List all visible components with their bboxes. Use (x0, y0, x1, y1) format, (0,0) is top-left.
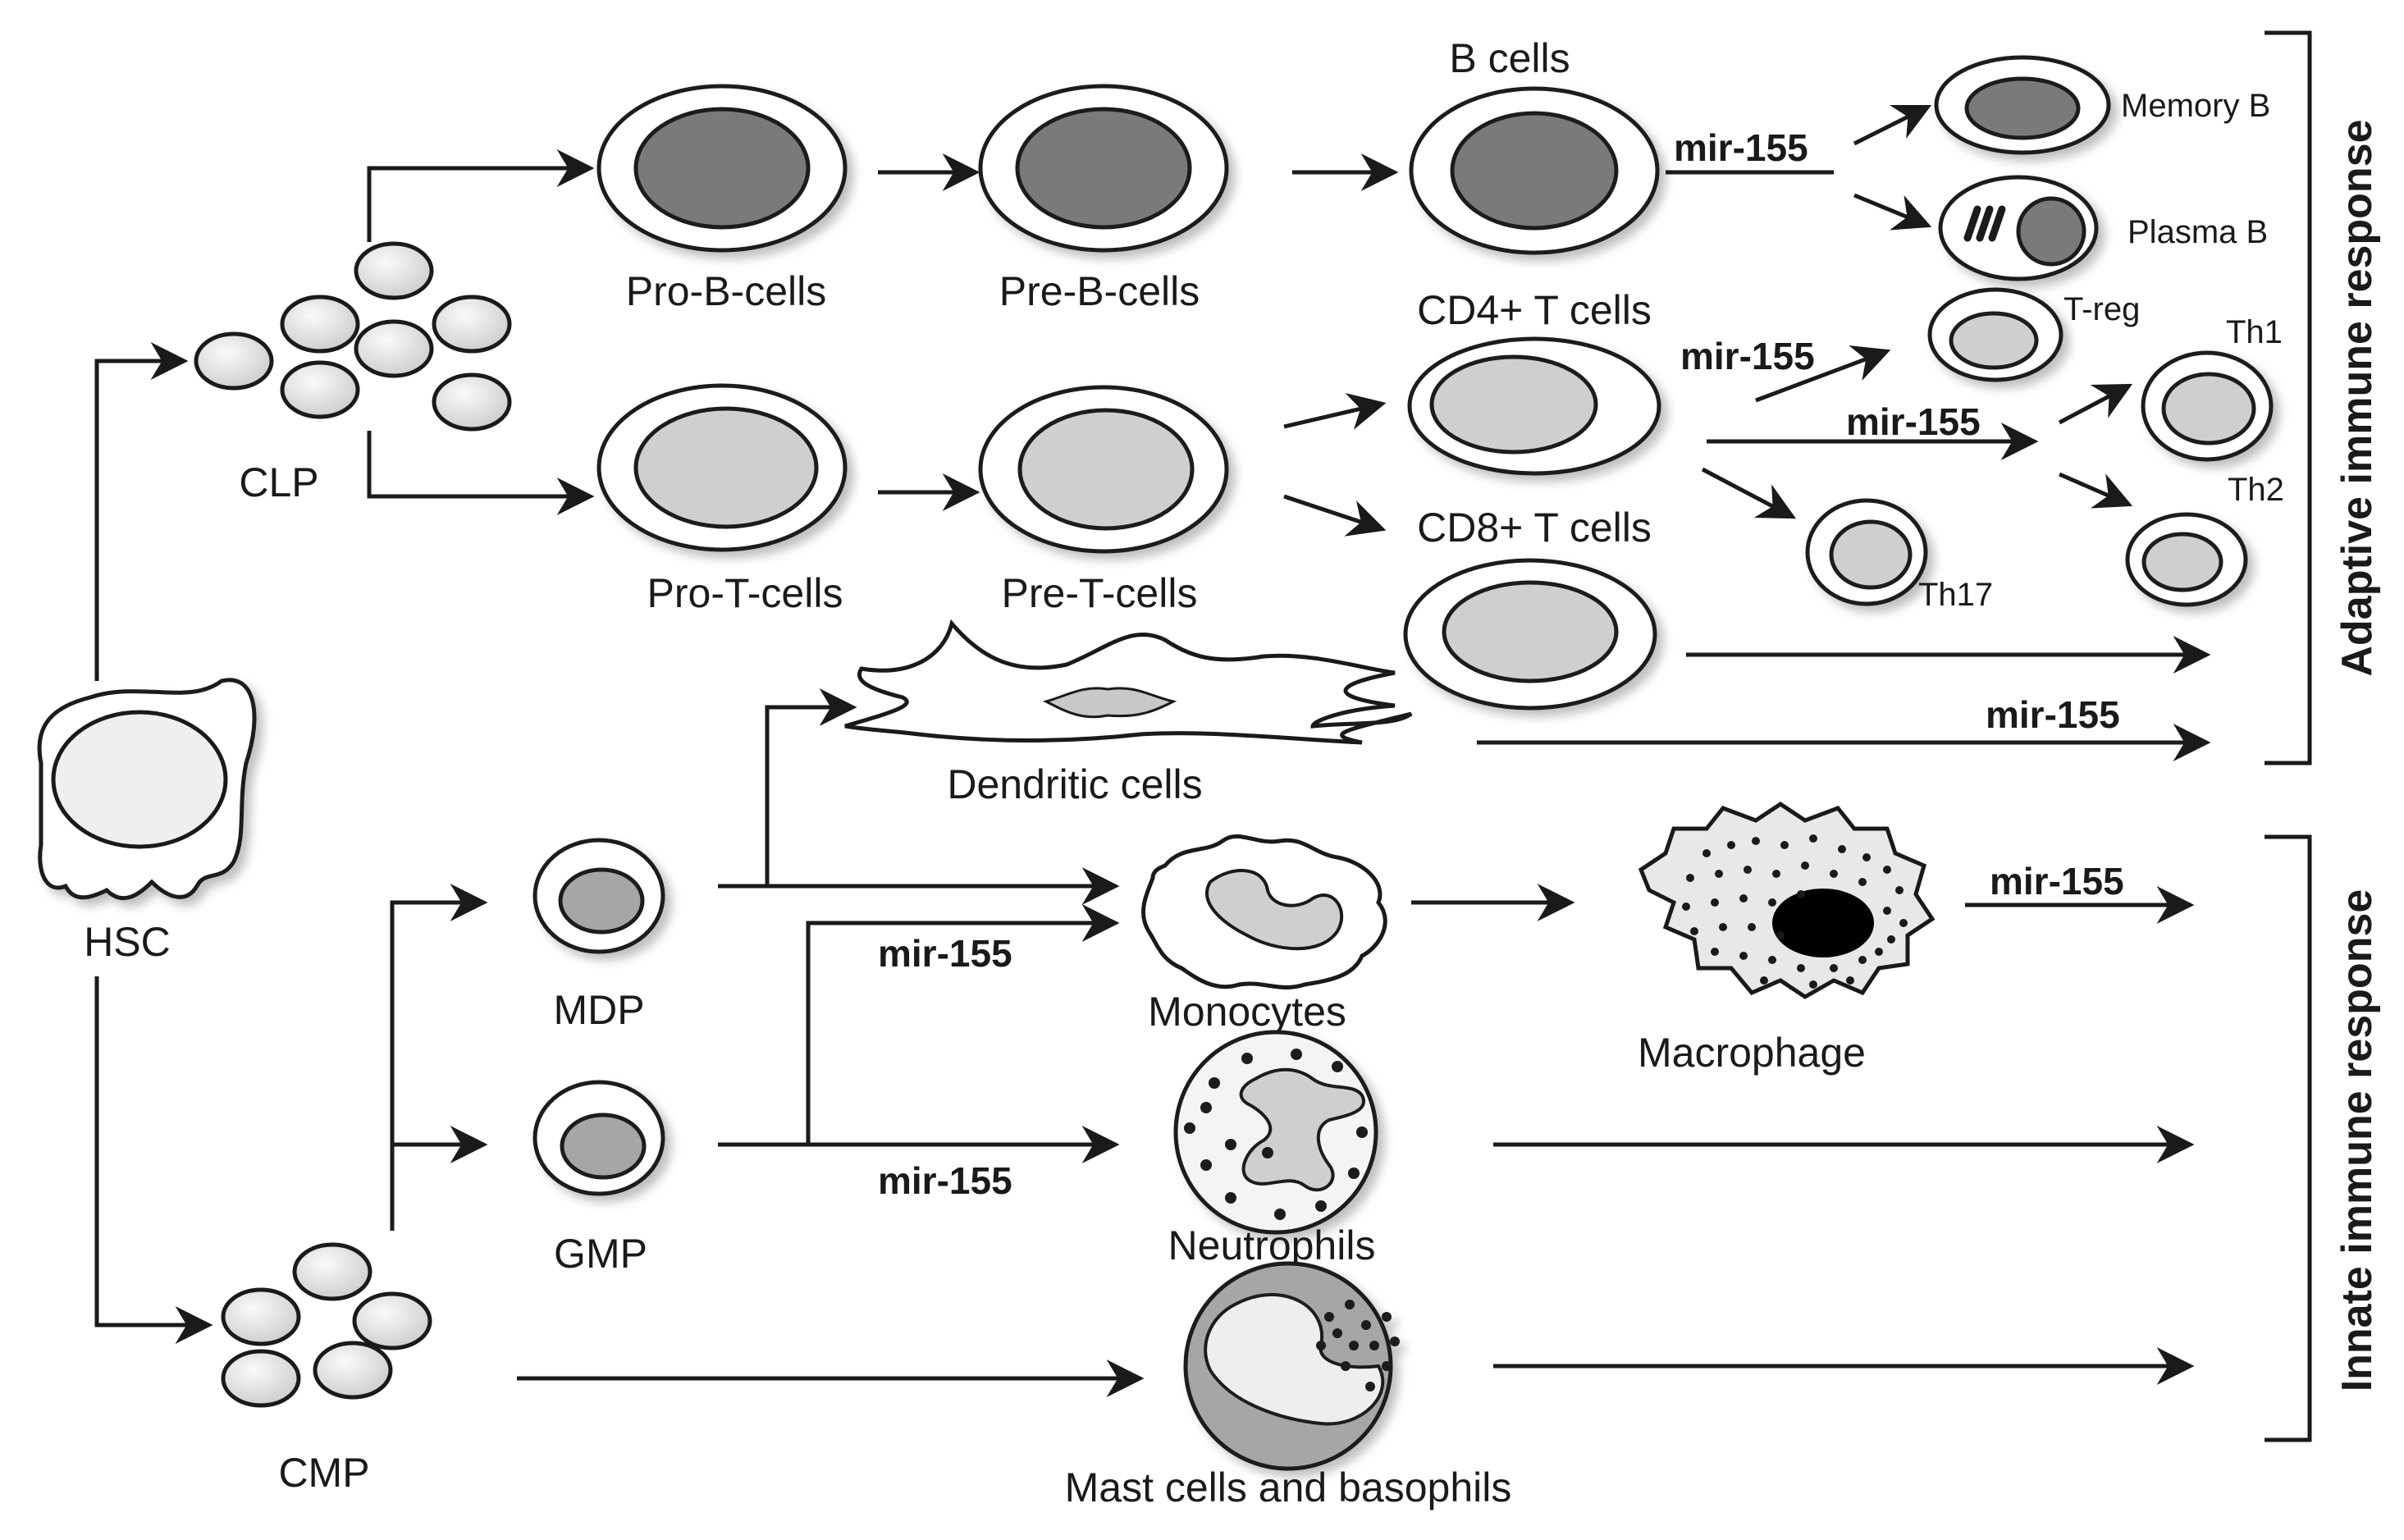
th17-label: Th17 (1918, 577, 1993, 613)
cmp-cluster (221, 1242, 432, 1408)
clp-to-pro-t-arrow (367, 431, 595, 515)
cd4-t-cell (1407, 336, 1661, 476)
mir-155-b-label: mir-155 (1674, 126, 1808, 169)
cmp-label: CMP (278, 1450, 369, 1496)
macrophage-granules (1682, 834, 1908, 989)
clp-to-pro-b-arrow (367, 149, 595, 242)
treg-cell (1927, 287, 2064, 382)
plasma-b-label: Plasma B (2127, 214, 2268, 250)
pro-t-cell (596, 383, 848, 552)
mdp-label: MDP (553, 987, 644, 1033)
cd4-label: CD4+ T cells (1417, 287, 1652, 333)
neutrophil-cell (1173, 1030, 1378, 1235)
pro-t-label: Pro-T-cells (647, 570, 843, 616)
neutrophils-label: Neutrophils (1168, 1222, 1376, 1268)
pre-t-label: Pre-T-cells (1002, 570, 1198, 616)
mir-155-monocyte-label: mir-155 (878, 932, 1012, 975)
monocytes-label: Monocytes (1148, 989, 1346, 1035)
th1-cell (2141, 350, 2274, 462)
mdp-to-dendritic-arrow (765, 688, 857, 886)
pre-t-to-cd8-arrow (1283, 494, 1387, 537)
innate-bracket (2265, 834, 2312, 1442)
to-th2-arrow (2059, 472, 2133, 509)
cd4-to-treg-arrow (1755, 345, 1891, 403)
dendritic-cell (844, 619, 1413, 745)
th2-label: Th2 (2228, 472, 2284, 508)
mir-155-treg-label: mir-155 (1680, 335, 1815, 377)
memory-b-label: Memory B (2121, 88, 2270, 124)
pro-b-cell (596, 84, 848, 253)
pre-b-cell (978, 84, 1229, 253)
th2-cell (2125, 512, 2248, 607)
th1-label: Th1 (2226, 314, 2283, 350)
hsc-to-clp-arrow (94, 342, 189, 681)
adaptive-bracket (2265, 30, 2312, 765)
gmp-to-monocyte-arrow (806, 904, 1120, 1145)
pro-b-label: Pro-B-cells (626, 268, 826, 314)
macrophage-cell (1638, 801, 1936, 999)
plasma-b-cell (1938, 175, 2099, 281)
th17-cell (1805, 498, 1928, 606)
pre-t-cell (978, 385, 1229, 554)
pre-t-to-cd4-arrow (1283, 393, 1387, 430)
to-th1-arrow (2058, 383, 2133, 425)
b-cells-label: B cells (1449, 35, 1570, 81)
b-cell (1409, 86, 1660, 255)
neutrophil-granules (1184, 1049, 1368, 1220)
cd8-label: CD8+ T cells (1417, 505, 1652, 551)
hsc-to-cmp-arrow (94, 976, 213, 1344)
treg-label: T-reg (2064, 291, 2140, 327)
innate-label: Innate immune response (2333, 889, 2381, 1392)
memory-b-cell (1934, 55, 2111, 155)
macrophage-label: Macrophage (1638, 1030, 1866, 1076)
hsc-cell (37, 678, 257, 901)
gmp-label: GMP (554, 1231, 647, 1277)
mast-label: Mast cells and basophils (1065, 1465, 1512, 1510)
dendritic-label: Dendritic cells (947, 761, 1202, 807)
adaptive-label: Adaptive immune response (2333, 119, 2381, 676)
cmp-to-mdp-arrow (390, 884, 488, 1231)
gmp-cell (532, 1080, 665, 1196)
mdp-cell (532, 838, 665, 954)
clp-cluster (194, 241, 512, 432)
mast-cell (1183, 1261, 1400, 1471)
hsc-label: HSC (84, 919, 171, 965)
mir-155-macrophage-label: mir-155 (1990, 860, 2124, 903)
mir-155-th1-label: mir-155 (1846, 400, 1981, 443)
pre-b-label: Pre-B-cells (999, 268, 1200, 314)
clp-label: CLP (239, 459, 318, 505)
cd8-t-cell (1403, 558, 1657, 711)
b-to-plasma-arrow (1853, 193, 1932, 231)
b-to-memory-arrow (1853, 104, 1932, 146)
mir-155-neutrophil-label: mir-155 (878, 1159, 1012, 1202)
mir-155-dendritic-label: mir-155 (1986, 693, 2120, 736)
monocyte-cell (1141, 834, 1387, 989)
cd4-to-th17-arrow (1701, 467, 1797, 519)
mast-granules (1316, 1300, 1400, 1391)
